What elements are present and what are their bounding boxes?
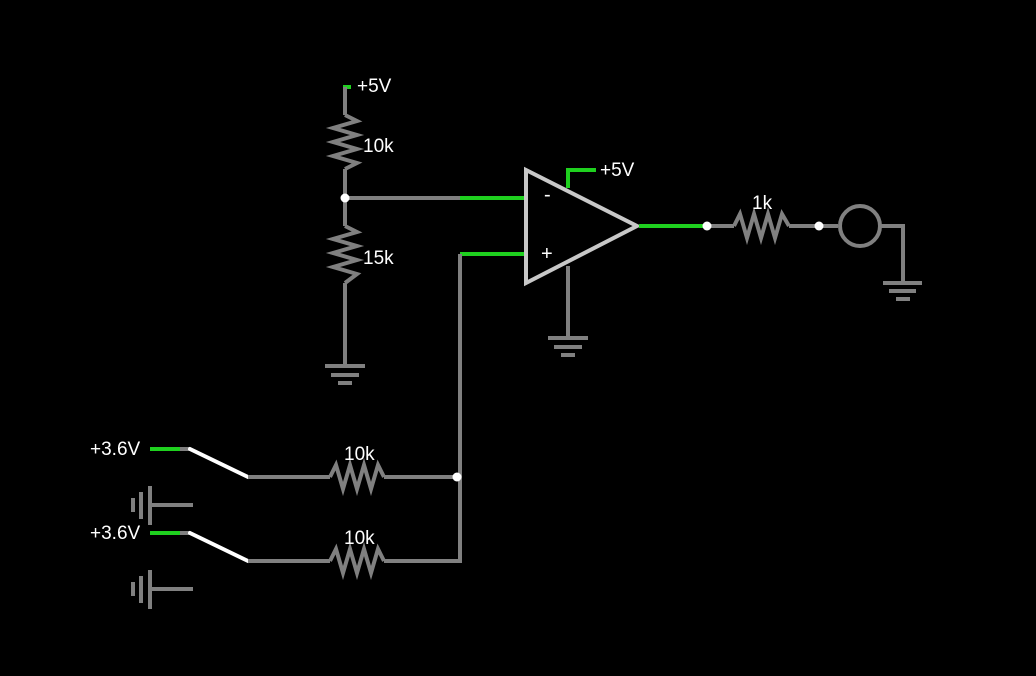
resistor-output-label: 1k: [752, 193, 773, 214]
supply-top-label: +5V: [357, 76, 392, 97]
ground-icon: [548, 336, 588, 357]
switch-1-source-label: +3.6V: [90, 439, 141, 460]
input-network: +3.6V 10k +3.6V 10k: [90, 254, 462, 609]
opamp-body[interactable]: [524, 166, 642, 287]
switch-2-blade[interactable]: [188, 531, 250, 563]
divider-node[interactable]: [340, 193, 350, 203]
resistor-bottom[interactable]: [325, 224, 365, 285]
resistor-top[interactable]: [325, 113, 365, 171]
resistor-top-label: 10k: [363, 136, 394, 157]
resistor-output[interactable]: [732, 206, 791, 246]
ground-icon: [883, 281, 922, 301]
opamp[interactable]: - + +5V: [460, 160, 642, 357]
switch-2-source-label: +3.6V: [90, 523, 141, 544]
resistor-input-2-label: 10k: [344, 528, 375, 549]
input-bus-node[interactable]: [452, 472, 462, 482]
voltage-divider: +5V 10k 15k: [325, 76, 524, 385]
ground-icon: [131, 570, 152, 609]
lamp-icon[interactable]: [838, 204, 882, 248]
output-node-b[interactable]: [814, 221, 824, 231]
resistor-input-1-label: 10k: [344, 444, 375, 465]
resistor-input-1[interactable]: [328, 457, 386, 497]
opamp-noninverting-pin-label: +: [541, 243, 553, 265]
output-stage: 1k: [639, 193, 922, 301]
opamp-inverting-pin-label: -: [544, 184, 551, 206]
opamp-supply-label: +5V: [600, 160, 635, 181]
input-bus-wire[interactable]: [384, 254, 462, 563]
resistor-bottom-label: 15k: [363, 248, 394, 269]
ground-icon: [131, 486, 152, 525]
lamp-ground-wire[interactable]: [880, 224, 905, 282]
opamp-supply-pin[interactable]: [566, 168, 596, 188]
resistor-input-2[interactable]: [328, 541, 386, 581]
switch-1-blade[interactable]: [188, 447, 250, 479]
ground-icon: [325, 364, 365, 385]
output-node-a[interactable]: [702, 221, 712, 231]
